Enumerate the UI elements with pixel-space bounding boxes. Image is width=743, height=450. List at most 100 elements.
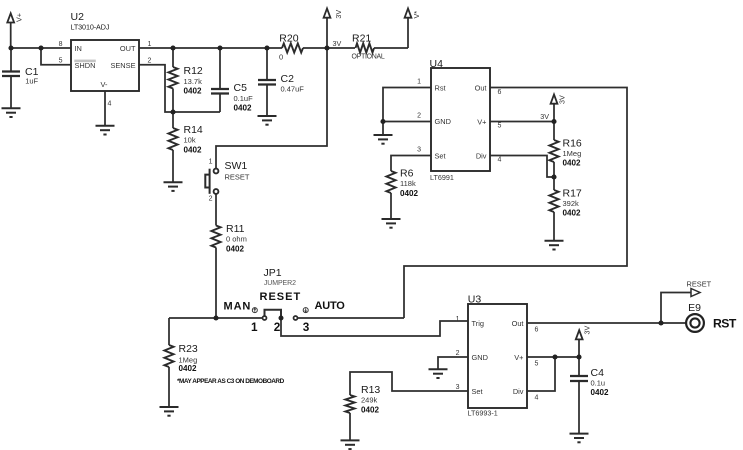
svg-text:3: 3 [417,147,421,154]
svg-text:0.1u: 0.1u [591,379,606,388]
svg-text:V+: V+ [514,353,523,362]
svg-text:3V: 3V [582,326,591,335]
svg-text:4: 4 [498,157,502,164]
svg-text:SHDN: SHDN [75,61,96,70]
svg-text:1: 1 [251,320,258,334]
svg-text:5: 5 [498,123,502,130]
svg-text:1: 1 [209,159,213,166]
svg-text:Set: Set [435,152,446,161]
svg-text:118k: 118k [400,179,416,188]
svg-text:1: 1 [148,41,152,48]
svg-text:2: 2 [274,320,281,334]
svg-text:V+: V+ [477,118,486,127]
svg-text:R13: R13 [361,384,380,396]
svg-text:1Meg: 1Meg [179,355,198,364]
svg-text:5: 5 [535,361,539,368]
svg-text:R16: R16 [563,138,582,150]
svg-text:R21: R21 [352,33,371,45]
svg-text:U4: U4 [430,58,444,70]
svg-text:3: 3 [303,320,310,334]
svg-text:Trig: Trig [472,319,484,328]
svg-text:Div: Div [476,152,487,161]
svg-text:0402: 0402 [563,159,582,168]
svg-text:R12: R12 [184,65,203,77]
svg-text:0.1uF: 0.1uF [234,94,254,103]
svg-text:1: 1 [417,79,421,86]
svg-text:Rst: Rst [435,84,446,93]
svg-text:GND: GND [435,117,451,126]
svg-text:1Meg: 1Meg [563,149,582,158]
svg-text:IN: IN [75,44,82,53]
svg-text:0402: 0402 [184,87,203,96]
svg-text:R6: R6 [400,168,414,180]
svg-text:R11: R11 [226,223,245,235]
svg-text:Div: Div [513,387,524,396]
svg-text:RST: RST [713,316,737,330]
svg-text:V-: V- [101,80,109,89]
svg-text:2: 2 [209,196,213,203]
svg-text:JUMPER2: JUMPER2 [264,280,296,287]
svg-text:RESET: RESET [687,280,712,289]
svg-text:1uF: 1uF [25,77,38,86]
svg-text:Set: Set [472,387,483,396]
svg-text:Out: Out [512,319,524,328]
svg-text:6: 6 [535,327,539,334]
svg-text:249k: 249k [361,396,378,405]
svg-text:6: 6 [498,89,502,96]
svg-text:2: 2 [417,113,421,120]
svg-text:V*: V* [412,11,421,19]
svg-text:0402: 0402 [226,245,245,254]
svg-text:R20: R20 [279,33,298,45]
svg-text:LT6991: LT6991 [430,173,454,182]
svg-text:MAN: MAN [224,301,252,313]
svg-text:3V: 3V [334,10,343,19]
svg-text:392k: 392k [563,199,580,208]
svg-text:V+: V+ [15,13,24,22]
svg-text:0402: 0402 [361,406,380,415]
svg-text:1: 1 [456,316,460,323]
svg-text:LT6993-1: LT6993-1 [468,409,498,418]
svg-text:OUT: OUT [120,44,136,53]
svg-text:R23: R23 [179,343,198,355]
svg-text:U2: U2 [71,11,85,23]
svg-text:0402: 0402 [400,189,419,198]
svg-text:4: 4 [108,101,112,108]
svg-text:RESET: RESET [260,291,302,303]
svg-text:U3: U3 [468,293,482,305]
svg-text:0 ohm: 0 ohm [226,235,247,244]
svg-text:4: 4 [535,395,539,402]
svg-text:C2: C2 [281,73,295,85]
svg-text:2: 2 [148,58,152,65]
svg-text:AUTO: AUTO [315,300,346,312]
svg-text:R17: R17 [563,188,582,200]
svg-text:SW1: SW1 [225,160,248,172]
svg-text:Out: Out [475,84,487,93]
svg-text:0: 0 [279,53,283,62]
svg-text:SENSE: SENSE [110,61,135,70]
svg-text:OPTIONAL: OPTIONAL [352,54,385,61]
svg-text:C5: C5 [234,82,248,94]
svg-text:0402: 0402 [591,388,610,397]
svg-text:0402: 0402 [563,209,582,218]
svg-text:R14: R14 [184,124,203,136]
svg-text:RESET: RESET [225,173,250,182]
svg-text:0402: 0402 [184,146,203,155]
svg-text:C1: C1 [25,66,39,78]
svg-text:E9: E9 [688,302,701,314]
svg-text:2: 2 [456,350,460,357]
svg-text:LT3010-ADJ: LT3010-ADJ [71,23,110,32]
svg-text:0.47uF: 0.47uF [281,85,305,94]
svg-text:3V: 3V [558,95,567,104]
svg-text:0402: 0402 [179,364,198,373]
svg-text:0402: 0402 [234,104,253,113]
svg-text:8: 8 [59,41,63,48]
svg-text:3V: 3V [333,39,342,48]
svg-text:*MAY APPEAR AS C3 ON DEMOBOARD: *MAY APPEAR AS C3 ON DEMOBOARD [177,378,285,385]
svg-text:JP1: JP1 [264,267,282,279]
svg-text:GND: GND [472,353,488,362]
svg-text:3V: 3V [540,112,549,121]
svg-text:3: 3 [456,384,460,391]
svg-text:C4: C4 [591,367,605,379]
svg-text:5: 5 [59,58,63,65]
svg-text:10k: 10k [184,136,196,145]
